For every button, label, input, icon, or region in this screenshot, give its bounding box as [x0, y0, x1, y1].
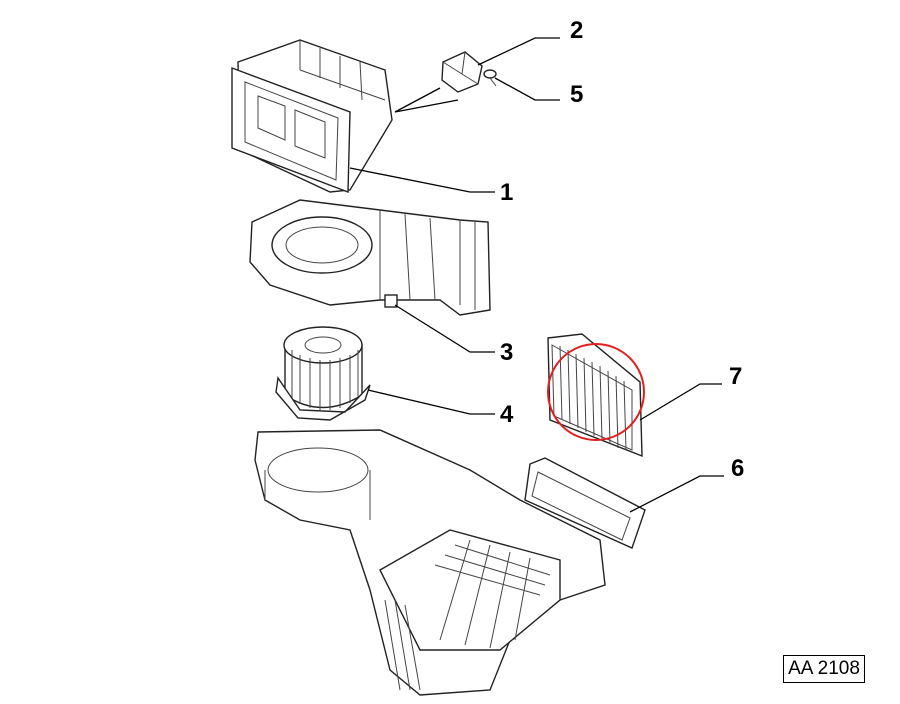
- assembly-line: [394, 87, 459, 113]
- callout-4: 4: [500, 401, 514, 428]
- part-2-resistor: [441, 51, 483, 93]
- callout-5: 5: [570, 81, 583, 108]
- leader-lines: [349, 37, 724, 513]
- part-7-cabin-filter: [547, 333, 643, 458]
- part-6-filter-cover: [524, 457, 646, 549]
- callout-1: 1: [500, 179, 513, 206]
- highlight-circle: [547, 343, 645, 441]
- callout-3: 3: [500, 339, 513, 366]
- part-1-inlet-housing: [231, 39, 393, 194]
- callout-7: 7: [729, 363, 742, 390]
- reference-code: AA 2108: [783, 655, 865, 683]
- part-4-blower-motor: [275, 326, 371, 421]
- lower-heater-case: [254, 429, 606, 696]
- callout-6: 6: [731, 455, 744, 482]
- blower-upper-housing: [249, 199, 491, 316]
- callout-2: 2: [570, 17, 583, 44]
- part-5-screw: [483, 69, 497, 87]
